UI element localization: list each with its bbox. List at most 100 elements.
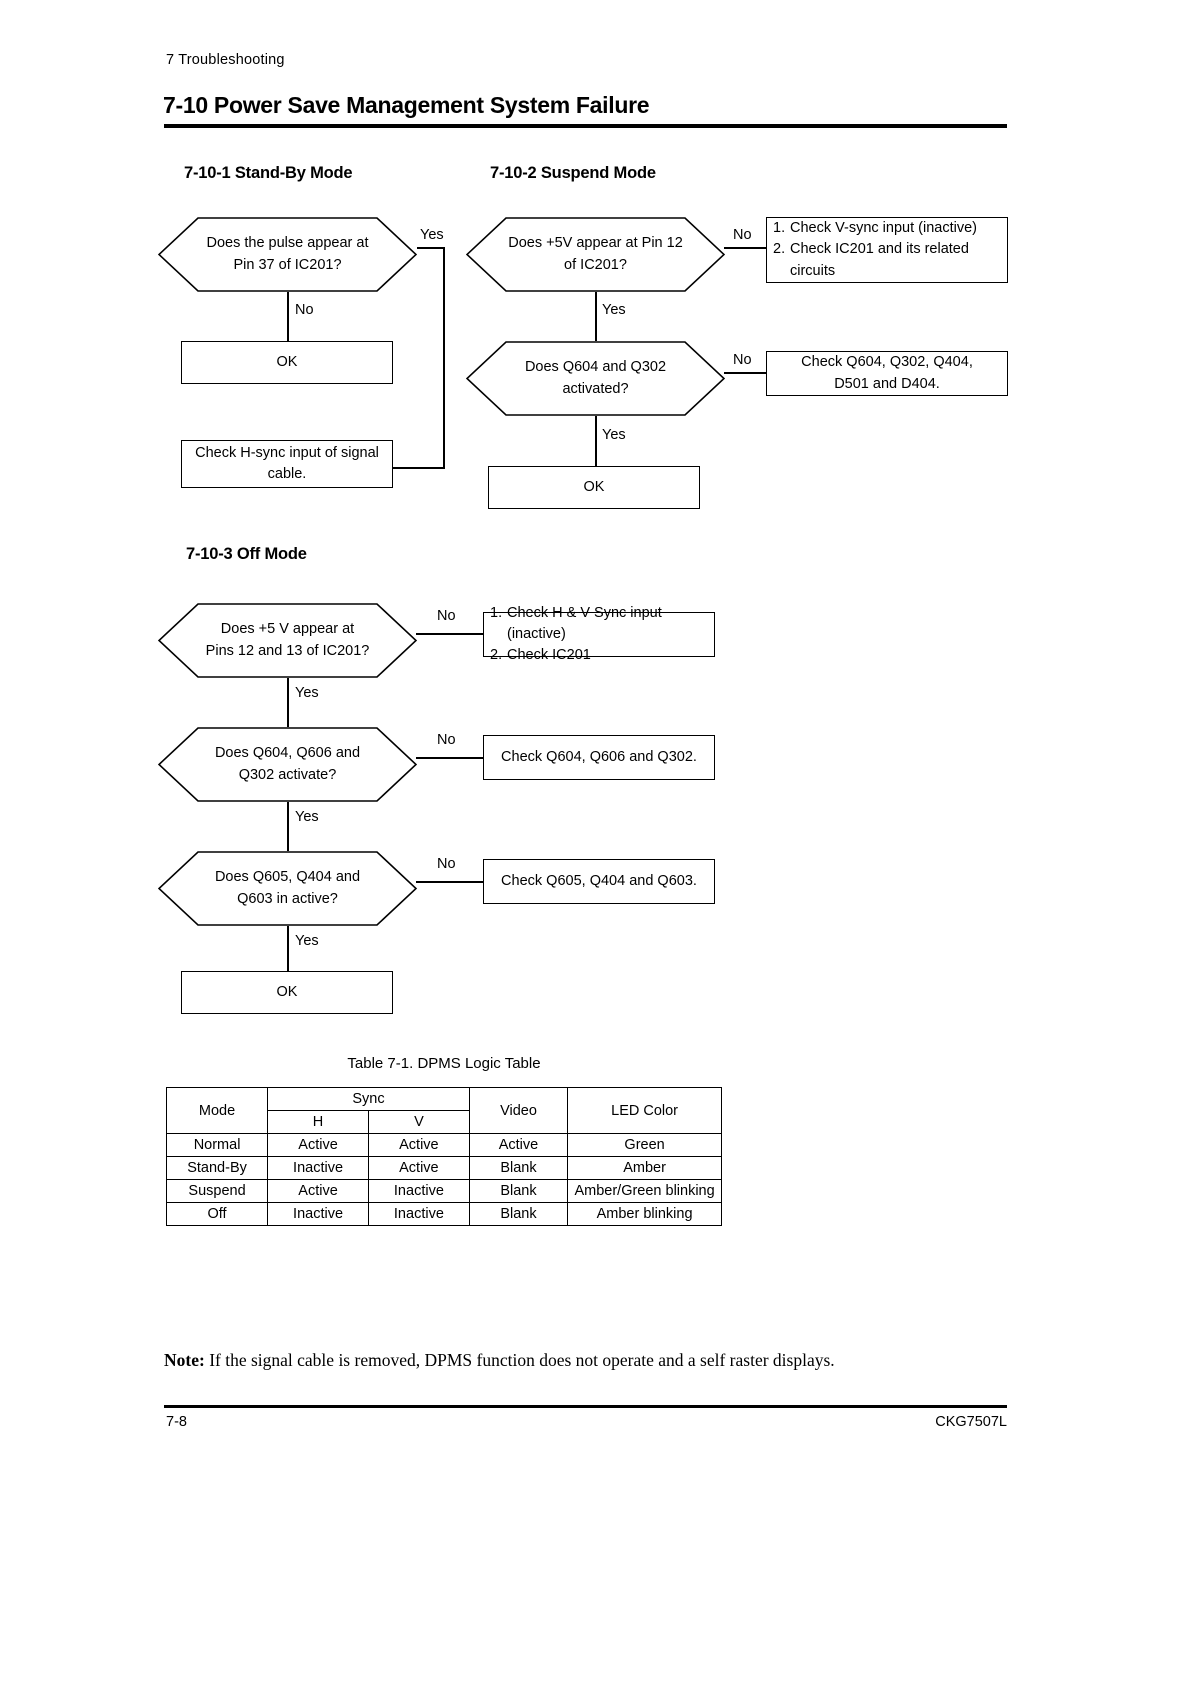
box-suspend-ok: OK — [488, 466, 700, 509]
th-sync-h: H — [267, 1110, 369, 1134]
table-row: Stand-By Inactive Active Blank Amber — [165, 1156, 722, 1180]
cell-sync-v: Inactive — [367, 1179, 470, 1203]
connector-standby-yes-in — [393, 467, 445, 469]
cell-sync-h: Inactive — [267, 1156, 369, 1180]
list-item: 1.Check H & V Sync input (inactive) — [490, 604, 662, 642]
connector-standby-yes-vert — [443, 247, 445, 468]
connector-suspend1-no — [724, 247, 766, 249]
edge-label-suspend2-no: No — [733, 352, 752, 368]
note-text: If the signal cable is removed, DPMS fun… — [204, 1350, 835, 1370]
cell-sync-h: Active — [267, 1133, 369, 1157]
decision-standby-pulse-pin37: Does the pulse appear at Pin 37 of IC201… — [158, 217, 417, 292]
footer-page-number: 7-8 — [166, 1414, 187, 1430]
footer-divider — [164, 1405, 1007, 1408]
box-suspend-check-q604-line1: Check Q604, Q302, Q404, — [801, 354, 973, 371]
box-off-check-q604-q606-q302: Check Q604, Q606 and Q302. — [483, 735, 715, 780]
box-off-check-q605-label: Check Q605, Q404 and Q603. — [501, 872, 697, 889]
decision-off1-line2: Pins 12 and 13 of IC201? — [205, 642, 370, 659]
box-off-ok: OK — [181, 971, 393, 1014]
edge-label-suspend1-no: No — [733, 227, 752, 243]
heading-off-mode: 7-10-3 Off Mode — [186, 545, 307, 563]
dpms-logic-table: Mode Sync Video LED Color H V Normal Act… — [165, 1087, 722, 1226]
running-head: 7 Troubleshooting — [166, 52, 285, 68]
th-sync-v: V — [367, 1110, 470, 1134]
cell-sync-v: Inactive — [367, 1202, 470, 1226]
list-item: 2.Check IC201 and its related — [773, 241, 969, 258]
cell-sync-h: Inactive — [267, 1202, 369, 1226]
table-row: Off Inactive Inactive Blank Amber blinki… — [165, 1202, 722, 1226]
heading-stand-by-mode: 7-10-1 Stand-By Mode — [184, 164, 353, 182]
cell-led: Green — [567, 1133, 722, 1157]
decision-suspend-5v-pin12: Does +5V appear at Pin 12 of IC201? — [466, 217, 725, 292]
box-off-check-q604-label: Check Q604, Q606 and Q302. — [501, 748, 697, 765]
box-off-check-q605-q404-q603: Check Q605, Q404 and Q603. — [483, 859, 715, 904]
cell-video: Blank — [468, 1202, 569, 1226]
edge-label-suspend1-yes: Yes — [602, 302, 626, 318]
table-caption: Table 7-1. DPMS Logic Table — [347, 1055, 541, 1072]
decision-off-q605-q404-q603: Does Q605, Q404 and Q603 in active? — [158, 851, 417, 926]
cell-sync-v: Active — [367, 1156, 470, 1180]
note: Note: If the signal cable is removed, DP… — [164, 1350, 835, 1371]
decision-off3-line2: Q603 in active? — [237, 890, 338, 907]
cell-video: Blank — [468, 1179, 569, 1203]
table-row: Normal Active Active Active Green — [165, 1133, 722, 1157]
note-label: Note: — [164, 1350, 205, 1370]
cell-led: Amber — [567, 1156, 722, 1180]
connector-suspend1-yes — [595, 292, 597, 341]
cell-video: Blank — [468, 1156, 569, 1180]
decision-off-q604-q606-q302: Does Q604, Q606 and Q302 activate? — [158, 727, 417, 802]
cell-led: Amber blinking — [567, 1202, 722, 1226]
th-led-color: LED Color — [567, 1087, 722, 1134]
box-standby-check-hsync: Check H-sync input of signal cable. — [181, 440, 393, 488]
box-suspend-check-q604: Check Q604, Q302, Q404, D501 and D404. — [766, 351, 1008, 396]
decision-off2-line2: Q302 activate? — [238, 766, 337, 783]
decision-standby-line1: Does the pulse appear at — [206, 235, 369, 252]
table-header-row-2: H V — [167, 1110, 722, 1134]
connector-standby-no-vert — [287, 292, 289, 341]
box-off-ok-label: OK — [276, 983, 298, 1000]
box-standby-check-hsync-line2: cable. — [267, 466, 307, 482]
list-item: 2.Check IC201 — [490, 647, 591, 664]
decision-suspend-q604-q302: Does Q604 and Q302 activated? — [466, 341, 725, 416]
box-standby-ok: OK — [181, 341, 393, 384]
decision-suspend2-line2: activated? — [562, 380, 629, 397]
connector-off1-yes — [287, 678, 289, 727]
decision-suspend2-line1: Does Q604 and Q302 — [524, 359, 667, 376]
connector-off2-no — [416, 757, 483, 759]
th-mode: Mode — [165, 1087, 269, 1134]
cell-mode: Normal — [165, 1133, 269, 1157]
box-off-check-hv-sync: 1.Check H & V Sync input (inactive) 2.Ch… — [483, 605, 715, 663]
cell-video: Active — [468, 1133, 569, 1157]
connector-off2-yes — [287, 802, 289, 851]
decision-suspend1-line1: Does +5V appear at Pin 12 — [508, 235, 683, 252]
footer-doc-code: CKG7507L — [935, 1414, 1007, 1430]
table-row: Suspend Active Inactive Blank Amber/Gree… — [165, 1179, 722, 1203]
cell-mode: Off — [165, 1202, 269, 1226]
edge-label-off3-yes: Yes — [295, 933, 319, 949]
decision-off3-line1: Does Q605, Q404 and — [214, 869, 361, 886]
title-divider — [164, 124, 1007, 128]
decision-off2-line1: Does Q604, Q606 and — [214, 745, 361, 762]
connector-off3-no — [416, 881, 483, 883]
connector-off3-yes — [287, 926, 289, 972]
decision-off-5v-pins12-13: Does +5 V appear at Pins 12 and 13 of IC… — [158, 603, 417, 678]
edge-label-off2-yes: Yes — [295, 809, 319, 825]
box-suspend-check-q604-line2: D501 and D404. — [834, 375, 940, 392]
edge-label-off1-yes: Yes — [295, 685, 319, 701]
cell-led: Amber/Green blinking — [567, 1179, 722, 1203]
heading-suspend-mode: 7-10-2 Suspend Mode — [490, 164, 656, 182]
box-off-check-hv-sync-list: 1.Check H & V Sync input (inactive) 2.Ch… — [484, 603, 714, 666]
edge-label-standby-yes: Yes — [420, 227, 444, 243]
box-standby-check-hsync-line1: Check H-sync input of signal — [195, 444, 379, 461]
th-sync: Sync — [267, 1087, 470, 1111]
list-item: circuits — [790, 262, 836, 279]
box-suspend-check-vsync-list: 1.Check V-sync input (inactive) 2.Check … — [767, 218, 985, 281]
edge-label-off3-no: No — [437, 856, 456, 872]
box-suspend-check-vsync: 1.Check V-sync input (inactive) 2.Check … — [766, 217, 1008, 283]
connector-off1-no — [416, 633, 483, 635]
connector-suspend2-yes — [595, 416, 597, 466]
page-title: 7-10 Power Save Management System Failur… — [163, 92, 650, 118]
decision-suspend1-line2: of IC201? — [564, 256, 627, 273]
cell-mode: Stand-By — [165, 1156, 269, 1180]
